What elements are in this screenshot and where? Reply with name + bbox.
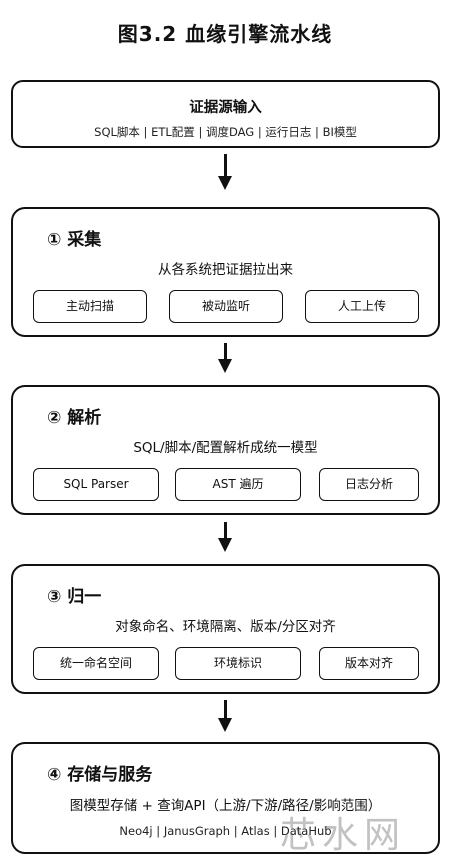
- stage-parse-description: SQL/脚本/配置解析成统一模型: [133, 440, 318, 456]
- stage-normalize-description: 对象命名、环境隔离、版本/分区对齐: [115, 619, 336, 635]
- flow-arrow-4: [218, 700, 232, 734]
- flow-arrow-1: [218, 154, 232, 192]
- stage-storage-tech: Neo4j | JanusGraph | Atlas | DataHub: [119, 824, 332, 838]
- chip-environment-tag: 环境标识: [175, 647, 301, 680]
- stage-storage-service-box: ④ 存储与服务 图模型存储 + 查询API（上游/下游/路径/影响范围） Neo…: [11, 742, 440, 854]
- chip-passive-listen: 被动监听: [169, 290, 283, 323]
- chip-unified-namespace: 统一命名空间: [33, 647, 159, 680]
- chip-version-align: 版本对齐: [319, 647, 419, 680]
- flow-arrow-2: [218, 343, 232, 375]
- site-watermark: 芯水网: [280, 815, 407, 856]
- chip-active-scan: 主动扫描: [33, 290, 147, 323]
- stage-normalize-heading: ③ 归一: [47, 587, 102, 607]
- stage-storage-description: 图模型存储 + 查询API（上游/下游/路径/影响范围）: [69, 798, 382, 814]
- diagram-title: 图3.2 血缘引擎流水线: [117, 22, 333, 46]
- chip-manual-upload: 人工上传: [305, 290, 419, 323]
- flow-arrow-3: [218, 522, 232, 554]
- chip-ast-traversal: AST 遍历: [175, 468, 301, 501]
- stage-collect-box: ① 采集 从各系统把证据拉出来 主动扫描 被动监听 人工上传: [11, 207, 440, 337]
- stage-normalize-box: ③ 归一 对象命名、环境隔离、版本/分区对齐 统一命名空间 环境标识 版本对齐: [11, 564, 440, 694]
- stage-collect-heading: ① 采集: [47, 230, 102, 250]
- chip-log-analysis: 日志分析: [319, 468, 419, 501]
- stage-parse-box: ② 解析 SQL/脚本/配置解析成统一模型 SQL Parser AST 遍历 …: [11, 385, 440, 515]
- source-items: SQL脚本 | ETL配置 | 调度DAG | 运行日志 | BI模型: [94, 125, 357, 139]
- source-heading: 证据源输入: [189, 100, 262, 116]
- stage-parse-heading: ② 解析: [47, 408, 102, 428]
- stage-storage-heading: ④ 存储与服务: [47, 765, 153, 785]
- chip-sql-parser: SQL Parser: [33, 468, 159, 501]
- source-input-box: 证据源输入 SQL脚本 | ETL配置 | 调度DAG | 运行日志 | BI模…: [11, 80, 440, 148]
- stage-collect-description: 从各系统把证据拉出来: [158, 262, 293, 278]
